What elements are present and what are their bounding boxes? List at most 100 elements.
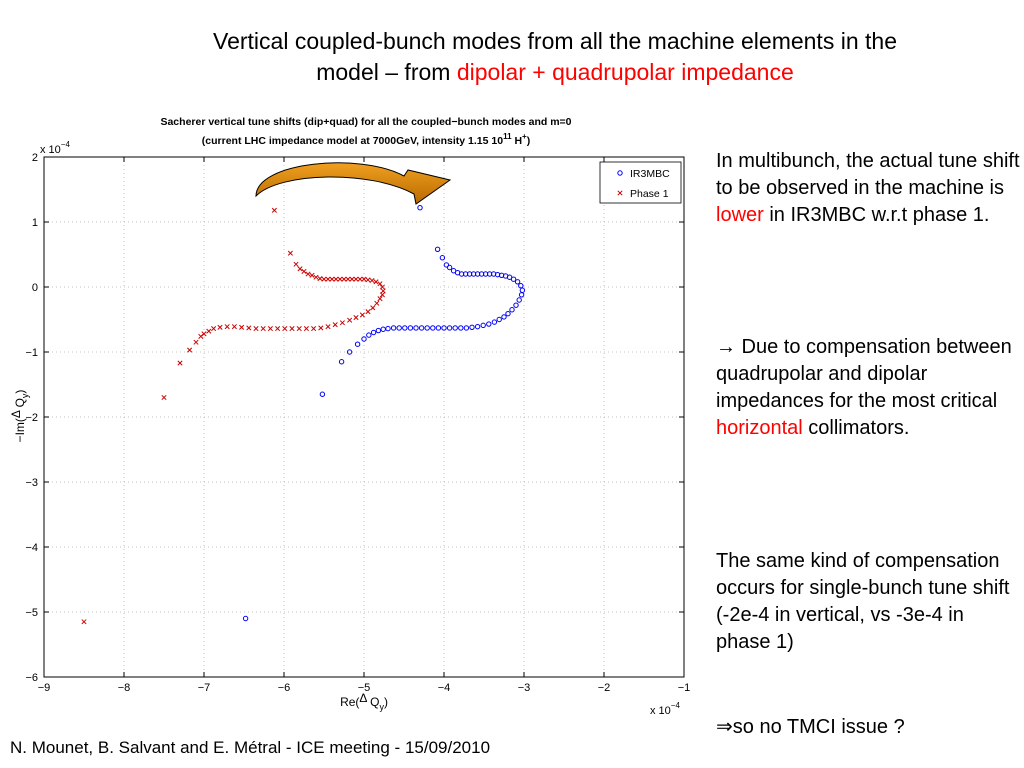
data-point (282, 326, 288, 332)
data-point (366, 332, 372, 338)
data-point (301, 268, 307, 274)
y-tick-label: −6 (25, 672, 38, 684)
x-tick-label: −1 (678, 682, 691, 694)
y-axis-label: −Im(Δ Qy) (9, 390, 30, 443)
data-point (510, 276, 517, 282)
data-point (161, 394, 167, 401)
data-point (439, 255, 446, 261)
data-point (353, 314, 359, 321)
slide-title-highlight: dipolar + quadrupolar impedance (456, 59, 794, 85)
x-tick-label: −8 (118, 682, 131, 694)
compensation-paragraph: → Due to compensation between quadrupola… (716, 334, 1021, 442)
data-point (177, 360, 183, 366)
y-tick-label: 2 (32, 152, 38, 164)
data-point (275, 326, 281, 332)
data-point (341, 276, 347, 282)
data-point (402, 325, 408, 331)
data-point (338, 359, 345, 365)
data-point (329, 276, 335, 282)
legend-label: Phase 1 (630, 188, 669, 200)
data-point (317, 275, 323, 282)
x-exponent-label: x 10−4 (650, 701, 680, 717)
p1-text-b: in IR3MBC w.r.t phase 1. (763, 204, 990, 226)
tmci-paragraph: ⇒so no TMCI issue ? (716, 714, 1021, 741)
data-point (373, 279, 379, 285)
data-point (514, 279, 521, 285)
data-point (293, 261, 299, 267)
x-tick-label: −6 (278, 682, 291, 694)
data-point (357, 276, 363, 282)
y-tick-label: −3 (25, 477, 38, 489)
data-point (375, 327, 382, 334)
x-tick-labels: −9−8−7−6−5−4−3−2−1 (38, 682, 691, 694)
data-point (418, 325, 425, 331)
data-point (513, 302, 519, 308)
x-tick-label: −3 (518, 682, 531, 694)
data-point (496, 316, 502, 323)
data-point (446, 264, 453, 271)
data-point (231, 324, 237, 330)
data-point (486, 321, 492, 327)
x-tick-label: −2 (598, 682, 611, 694)
chart-title-line1: Sacherer vertical tune shifts (dip+quad)… (160, 116, 571, 128)
data-point (518, 292, 525, 298)
data-point (347, 317, 353, 323)
slide-title-line1: Vertical coupled-bunch modes from all th… (213, 28, 897, 54)
data-point (370, 305, 376, 311)
grid-lines (44, 157, 684, 677)
chart-title-line2: (current LHC impedance model at 7000GeV,… (202, 132, 530, 147)
data-point (441, 325, 447, 331)
data-point (309, 272, 315, 278)
data-point (407, 325, 414, 331)
data-point (516, 297, 522, 303)
legend-marker (617, 170, 623, 176)
data-point (81, 619, 87, 625)
y-tick-labels: 210−1−2−3−4−5−6 (25, 152, 38, 684)
data-point (242, 615, 249, 622)
data-point (325, 324, 331, 330)
data-point (211, 326, 217, 332)
single-bunch-paragraph: The same kind of compensation occurs for… (716, 550, 1010, 653)
data-point (430, 325, 436, 331)
data-point (396, 325, 402, 331)
data-point (260, 326, 266, 332)
data-point (296, 326, 302, 332)
data-point (377, 296, 383, 302)
data-point (287, 250, 293, 256)
data-point (463, 325, 470, 331)
slide-title-line2: model – from dipolar + quadrupolar imped… (40, 57, 1024, 88)
data-point (289, 326, 295, 332)
data-point (361, 336, 367, 342)
footer-credits: N. Mounet, B. Salvant and E. Métral - IC… (10, 738, 491, 757)
x-axis-label: Re(Δ Qy) (340, 691, 388, 712)
data-point (321, 276, 327, 282)
data-point (318, 325, 324, 331)
data-point (365, 309, 371, 315)
p2-text-b: collimators. (802, 417, 910, 439)
data-point (267, 326, 273, 332)
data-point (374, 300, 380, 306)
data-point (354, 341, 361, 347)
data-point (349, 276, 355, 282)
data-point (501, 314, 507, 320)
y-tick-label: −2 (25, 412, 38, 424)
data-point (434, 246, 441, 253)
data-point (271, 207, 277, 213)
data-point (390, 325, 397, 331)
data-point (491, 319, 498, 325)
data-point (332, 322, 338, 328)
y-tick-label: −4 (25, 542, 38, 554)
x-tick-label: −7 (198, 682, 211, 694)
data-point (505, 310, 511, 317)
data-point (253, 326, 259, 332)
data-point (509, 307, 515, 313)
data-point (193, 339, 199, 345)
data-point (435, 325, 442, 331)
series-ir3mbc (242, 205, 526, 622)
data-point (474, 323, 481, 330)
y-tick-label: 1 (32, 217, 38, 229)
slide-title-prefix: model – from (316, 59, 457, 85)
data-point (379, 284, 385, 290)
data-point (187, 347, 193, 353)
